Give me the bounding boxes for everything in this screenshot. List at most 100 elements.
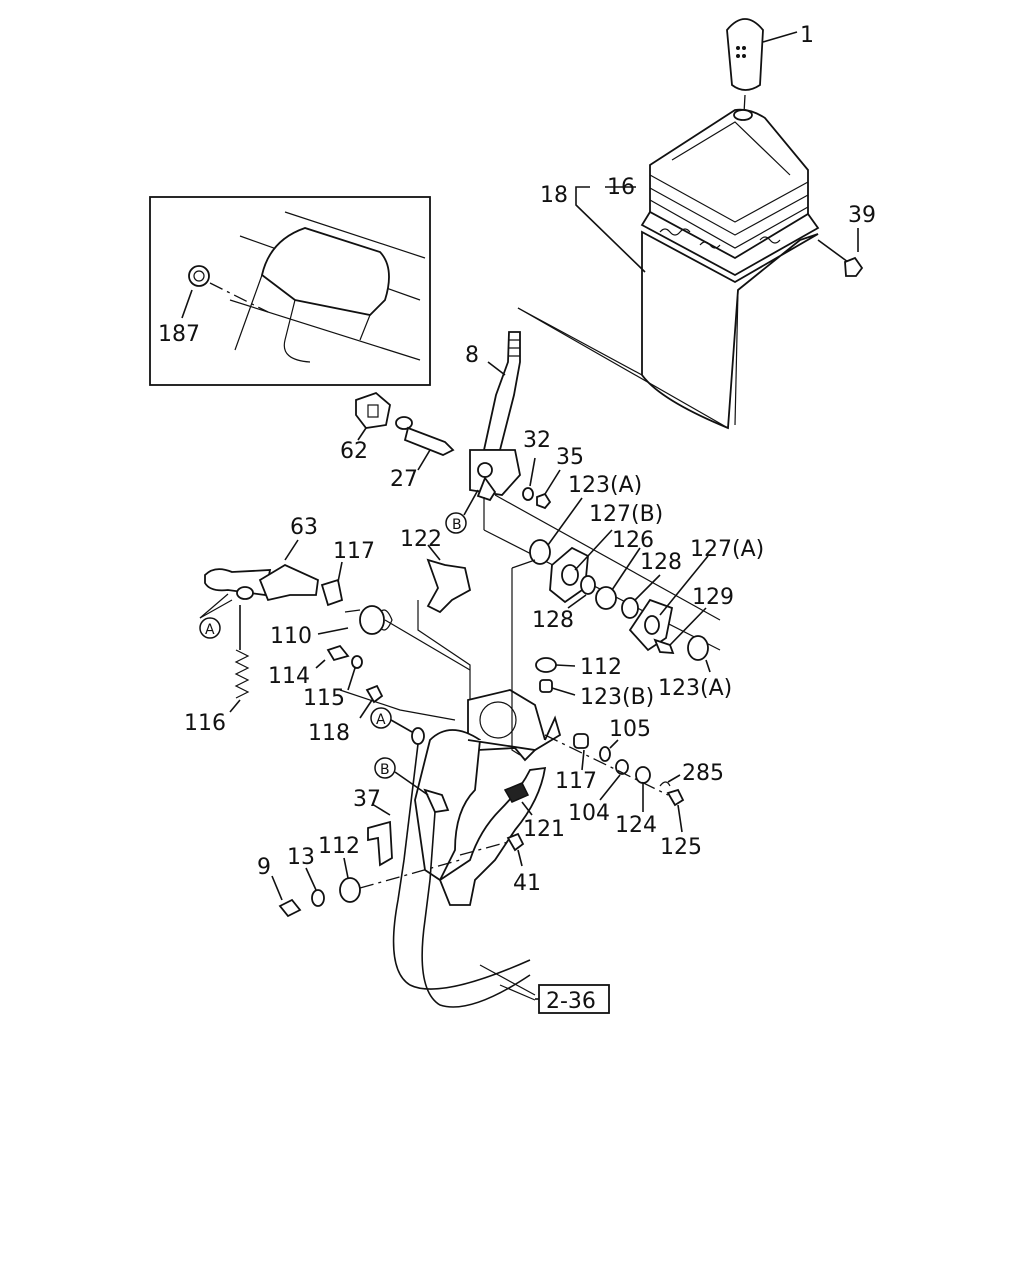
leader-35 — [544, 469, 561, 495]
callout-118: 118 — [308, 721, 350, 746]
bushing-123b — [539, 679, 553, 693]
callout-63: 63 — [290, 515, 318, 540]
spring-110 — [344, 605, 393, 635]
detail-inset — [149, 196, 431, 386]
callout-62: 62 — [340, 439, 368, 464]
pad-121 — [503, 782, 533, 816]
leader-a-left-2 — [199, 599, 233, 619]
clip-285 — [659, 781, 671, 787]
marker-circle-a-left — [199, 617, 221, 639]
cap-117-top — [320, 561, 344, 607]
callout-1: 1 — [800, 23, 814, 48]
marker-b-lower: B — [380, 762, 390, 778]
leader-123b — [551, 687, 576, 696]
leader-13 — [305, 867, 317, 891]
nut-41-axis — [459, 841, 509, 856]
bolt-129 — [653, 607, 707, 655]
callout-116: 116 — [184, 711, 226, 736]
callout-122: 122 — [400, 527, 442, 552]
callout-117-top: 117 — [333, 539, 375, 564]
pin-27 — [395, 416, 455, 471]
leader-105 — [609, 739, 619, 749]
callout-127b: 127(B) — [589, 502, 663, 527]
nut-35 — [536, 492, 552, 510]
lever-63 — [204, 539, 319, 602]
callout-18-16-bracket — [575, 186, 646, 273]
right-axis-line — [544, 734, 669, 796]
reference-label: 2-36 — [546, 989, 596, 1014]
callout-285: 285 — [682, 761, 724, 786]
callout-124: 124 — [615, 813, 657, 838]
callout-112-low: 112 — [318, 834, 360, 859]
main-bracket — [414, 559, 562, 906]
callout-117-low: 117 — [555, 769, 597, 794]
bushing-126 — [595, 586, 617, 610]
leader-285 — [667, 774, 681, 783]
callout-18: 18 — [540, 183, 568, 208]
callout-41: 41 — [513, 871, 541, 896]
marker-circle-b-upper — [445, 489, 479, 534]
washer-105 — [599, 746, 611, 762]
nut-125 — [666, 788, 685, 807]
shift-cables — [392, 727, 536, 1008]
callout-114: 114 — [268, 664, 310, 689]
bracket-link-line — [417, 600, 471, 720]
callout-32: 32 — [523, 428, 551, 453]
flange-127a — [628, 555, 709, 652]
shift-knob — [726, 18, 798, 91]
callout-37: 37 — [353, 787, 381, 812]
leader-32 — [529, 457, 536, 487]
leader-a-left — [199, 593, 229, 619]
bolt-39 — [844, 228, 864, 277]
leader-b-lower — [394, 771, 429, 796]
pivot-bushing-123a-top — [529, 497, 583, 565]
leader-a-mid — [390, 719, 413, 733]
block-62 — [355, 391, 391, 441]
callout-123a-top: 123(A) — [568, 473, 642, 498]
spring-link-line — [384, 619, 471, 671]
bracket-37 — [367, 803, 393, 867]
callout-128-low: 128 — [532, 608, 574, 633]
callout-128-top: 128 — [640, 550, 682, 575]
cap-117-low — [573, 733, 589, 749]
boot-link-line-2 — [517, 307, 729, 429]
callout-27: 27 — [390, 467, 418, 492]
callout-35: 35 — [556, 445, 584, 470]
callout-123b: 123(B) — [580, 685, 654, 710]
nut-118 — [365, 684, 384, 704]
reference-box — [538, 984, 610, 1014]
washer-124 — [635, 766, 651, 784]
shift-boot — [640, 108, 849, 430]
marker-circle-a-mid — [370, 707, 392, 729]
leader-125 — [677, 804, 683, 833]
callout-187: 187 — [158, 322, 200, 347]
bolt-9-axis — [359, 859, 461, 889]
callout-126: 126 — [612, 528, 654, 553]
leader-128-low — [567, 594, 587, 609]
spring-116 — [229, 605, 250, 713]
leader-118 — [359, 699, 373, 719]
flange-127b — [549, 529, 613, 604]
callout-16: 16 — [607, 175, 635, 200]
bracket-122 — [426, 544, 472, 614]
callout-125: 125 — [660, 835, 702, 860]
callout-39: 39 — [848, 203, 876, 228]
callout-112-top: 112 — [580, 655, 622, 680]
callout-104: 104 — [568, 801, 610, 826]
callout-123a-low: 123(A) — [658, 676, 732, 701]
leader-104 — [599, 774, 621, 801]
bushing-123a-low — [687, 635, 711, 673]
leader-128-top — [634, 574, 661, 601]
washer-128-top — [580, 575, 596, 595]
bolt-114 — [315, 644, 350, 669]
leader-115 — [347, 667, 356, 691]
leader-112-low — [343, 857, 349, 879]
washer-32 — [522, 487, 534, 501]
leader-117-low — [581, 749, 585, 771]
frame-link-line — [339, 689, 456, 721]
pivot-axis-line-2 — [494, 494, 721, 621]
callout-105: 105 — [609, 717, 651, 742]
nut-41 — [506, 832, 525, 867]
callout-110: 110 — [270, 624, 312, 649]
